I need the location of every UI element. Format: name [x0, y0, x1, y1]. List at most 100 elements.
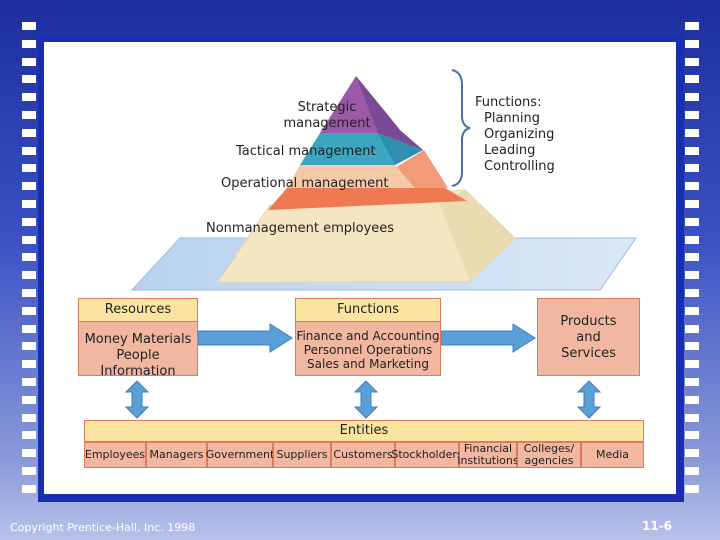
film-strip-hole — [22, 217, 36, 226]
film-strip-hole — [685, 289, 699, 297]
film-strip-hole — [22, 449, 36, 458]
pyramid-level-operational — [268, 188, 467, 210]
film-strip-hole — [22, 75, 36, 84]
film-strip-hole — [685, 324, 699, 333]
products-box: Products and Services — [537, 298, 640, 376]
pyramid-base-shadow — [440, 190, 515, 282]
arrow-functions-to-products — [440, 323, 536, 353]
resources-line: Money Materials — [84, 332, 192, 347]
film-strip-hole — [685, 360, 699, 369]
film-strip-right — [685, 22, 699, 502]
entity-cell: Stockholders — [391, 442, 463, 468]
entity-label: Government — [205, 448, 275, 461]
film-strip-hole — [685, 253, 699, 262]
film-strip-hole — [22, 128, 36, 137]
film-strip-hole — [685, 146, 699, 155]
film-strip-hole — [22, 306, 36, 315]
film-strip-hole — [685, 22, 699, 30]
film-strip-hole — [22, 22, 36, 30]
entity-cell: Colleges/agencies — [517, 442, 581, 468]
entity-cell: Government — [205, 442, 275, 468]
entity-cell: Suppliers — [273, 442, 331, 468]
entity-label: Media — [595, 448, 630, 461]
slide-number: 11-6 — [642, 519, 673, 533]
film-strip-hole — [22, 378, 36, 386]
functions-box-line: Personnel Operations — [303, 343, 433, 357]
film-strip-hole — [685, 484, 699, 493]
film-strip-hole — [22, 235, 36, 244]
function-item: Leading — [484, 143, 536, 158]
double-arrow-products — [576, 380, 602, 419]
film-strip-hole — [22, 289, 36, 297]
resources-line: People Information — [100, 348, 176, 379]
film-strip-hole — [22, 413, 36, 422]
products-line: and — [576, 330, 601, 345]
functions-brace — [451, 69, 471, 187]
entity-label: Suppliers — [276, 448, 328, 461]
function-item: Controlling — [484, 159, 555, 174]
entity-label: Customers — [333, 448, 393, 461]
film-strip-hole — [685, 128, 699, 137]
function-item: Planning — [484, 111, 540, 126]
functions-heading: Functions: — [475, 95, 542, 110]
functions-box-line: Sales and Marketing — [307, 357, 429, 371]
film-strip-hole — [22, 39, 36, 48]
film-strip-hole — [685, 413, 699, 422]
film-strip-hole — [685, 395, 699, 404]
film-strip-hole — [685, 111, 699, 119]
label-strategic-line-2: management — [283, 116, 371, 131]
functions-box-title: Functions — [296, 299, 440, 322]
copyright-text: Copyright Prentice-Hall, Inc. 1998 — [10, 521, 196, 534]
film-strip-hole — [22, 200, 36, 208]
entity-label: Managers — [149, 448, 204, 461]
entity-cell: Managers — [146, 442, 207, 468]
film-strip-hole — [685, 217, 699, 226]
functions-box-line: Finance and Accounting — [296, 329, 440, 343]
film-strip-hole — [22, 253, 36, 262]
film-strip-left — [22, 22, 36, 502]
film-strip-hole — [685, 39, 699, 48]
entity-cell: Customers — [331, 442, 395, 468]
label-strategic-line-1: Strategic — [297, 100, 357, 115]
entity-label: Stockholders — [391, 448, 463, 461]
film-strip-hole — [685, 271, 699, 280]
film-strip-hole — [22, 93, 36, 102]
film-strip-hole — [22, 164, 36, 173]
arrow-resources-to-functions — [197, 323, 293, 353]
resources-title: Resources — [79, 299, 197, 322]
label-nonmanagement: Nonmanagement employees — [206, 221, 395, 236]
label-tactical: Tactical management — [236, 144, 376, 159]
film-strip-hole — [685, 467, 699, 475]
film-strip-hole — [685, 182, 699, 191]
double-arrow-resources — [124, 380, 150, 419]
entity-label: Financial — [463, 442, 513, 455]
film-strip-hole — [22, 324, 36, 333]
film-strip-hole — [22, 57, 36, 66]
double-arrow-functions — [353, 380, 379, 419]
film-strip-hole — [685, 431, 699, 440]
film-strip-hole — [22, 484, 36, 493]
film-strip-hole — [22, 146, 36, 155]
film-strip-hole — [22, 360, 36, 369]
entity-label: agencies — [524, 454, 574, 467]
label-operational: Operational management — [221, 176, 389, 191]
label-strategic: Strategic management — [282, 100, 372, 132]
film-strip-hole — [22, 395, 36, 404]
entity-label: institutions — [457, 454, 519, 467]
entity-cell: Employees — [84, 442, 146, 468]
film-strip-hole — [685, 200, 699, 208]
film-strip-hole — [685, 75, 699, 84]
film-strip-hole — [22, 467, 36, 475]
products-line: Services — [561, 346, 616, 361]
film-strip-hole — [685, 93, 699, 102]
entity-label: Employees — [84, 448, 146, 461]
resources-box: Resources Money Materials People Informa… — [78, 298, 198, 379]
products-line: Products — [560, 314, 617, 329]
film-strip-hole — [22, 182, 36, 191]
film-strip-hole — [685, 57, 699, 66]
film-strip-hole — [22, 271, 36, 280]
film-strip-hole — [685, 378, 699, 386]
entities-title: Entities — [84, 420, 644, 442]
